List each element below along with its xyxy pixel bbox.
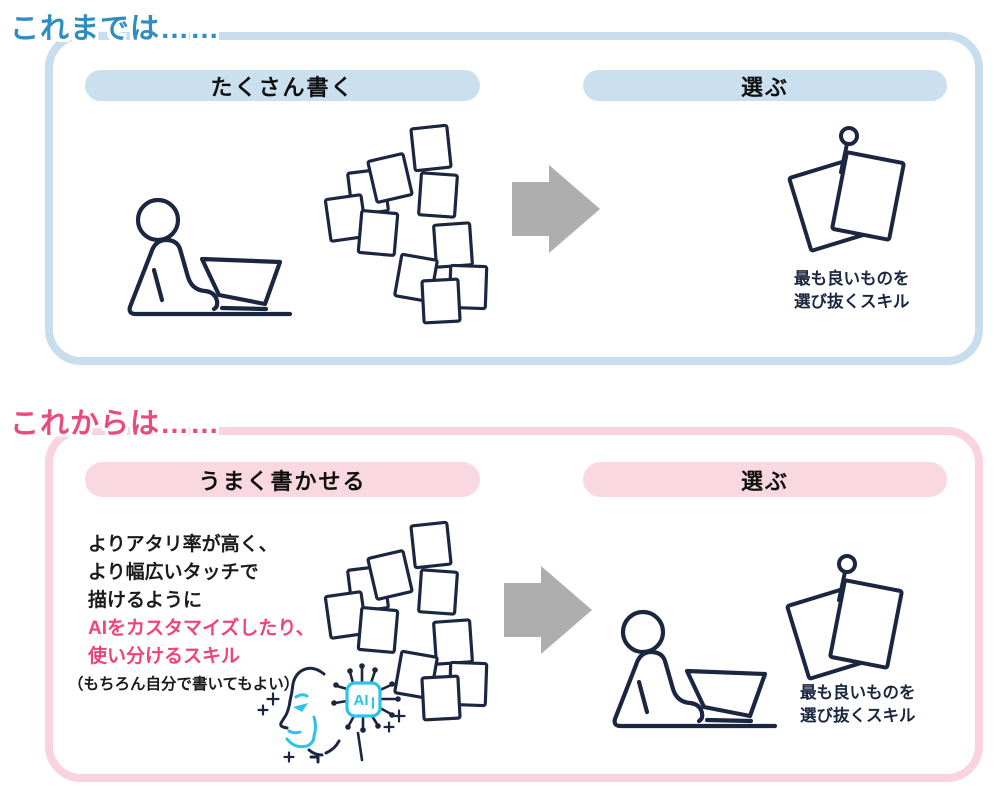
note-line: 描けるように — [88, 590, 203, 611]
after-caption-line2: 選び抜くスキル — [800, 707, 916, 725]
before-heading: これまでは…… — [10, 13, 221, 45]
note-line: より幅広いタッチで — [88, 562, 259, 583]
after-heading: これからは…… — [10, 408, 221, 440]
ai-chip-label: AI — [354, 692, 369, 709]
after-step1-label: うまく書かせる — [198, 468, 367, 494]
ai-chip — [345, 681, 382, 718]
note-line-highlight: AIをカスタマイズしたり、 — [88, 618, 315, 639]
papers-stack-icon — [323, 123, 489, 325]
eye-mark — [293, 703, 308, 712]
arrow-right-icon — [512, 165, 600, 253]
sparkle-icons — [257, 692, 406, 763]
ai-head-icon: AI — [257, 663, 406, 764]
before-caption: 最も良いものを 選び抜くスキル — [794, 268, 910, 314]
after-caption-line1: 最も良いものを — [800, 684, 916, 702]
before-step1-pill: たくさん書く — [85, 70, 480, 101]
pinned-papers-icon — [787, 126, 906, 253]
person-at-laptop-icon — [603, 608, 783, 732]
before-caption-line2: 選び抜くスキル — [794, 293, 910, 311]
after-note: よりアタリ率が高く、 より幅広いタッチで 描けるように AIをカスタマイズしたり… — [68, 531, 315, 698]
pinned-papers-icon — [785, 554, 904, 681]
before-step2-label: 選ぶ — [740, 74, 789, 100]
note-line: よりアタリ率が高く、 — [88, 534, 278, 555]
arrow-right-icon — [504, 566, 592, 654]
after-step2-label: 選ぶ — [740, 468, 789, 494]
before-caption-line1: 最も良いものを — [794, 270, 910, 288]
person-at-laptop-icon — [118, 196, 298, 320]
after-step2-pill: 選ぶ — [583, 462, 947, 497]
circuit-nodes — [331, 663, 401, 733]
note-line-highlight: 使い分けるスキル — [88, 646, 241, 667]
after-step1-pill: うまく書かせる — [85, 462, 480, 497]
before-step2-pill: 選ぶ — [583, 70, 947, 101]
after-caption: 最も良いものを 選び抜くスキル — [800, 682, 916, 728]
before-step1-label: たくさん書く — [210, 74, 355, 100]
note-line-small: （もちろん自分で書いてもよい） — [68, 676, 300, 693]
